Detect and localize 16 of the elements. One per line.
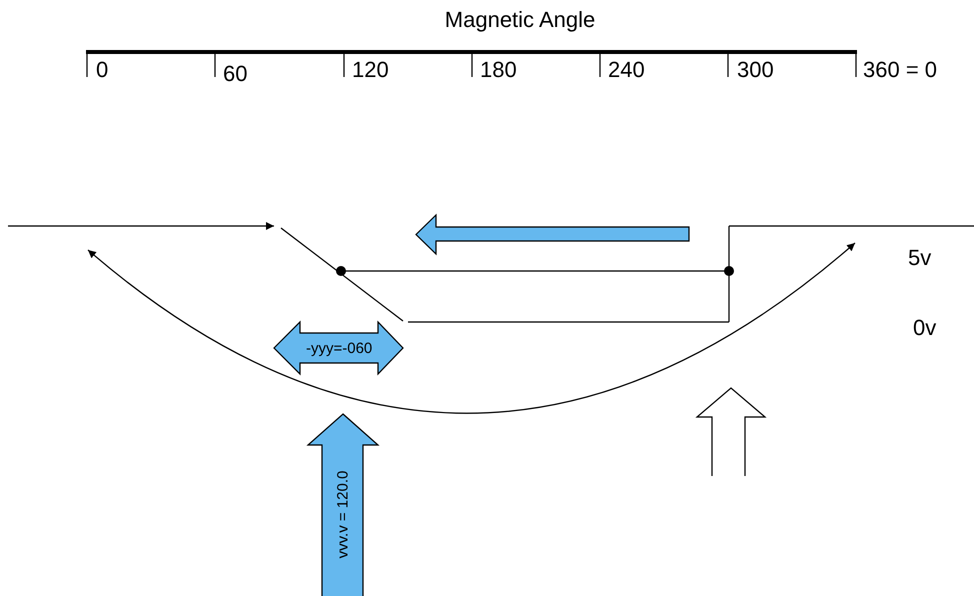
tick-label: 120 xyxy=(352,58,389,82)
outline-arrow xyxy=(697,388,765,476)
tick-label: 0 xyxy=(96,58,108,82)
tick-label: 180 xyxy=(480,58,517,82)
tick-label: 240 xyxy=(608,58,645,82)
block-arrow xyxy=(308,414,378,596)
voltage-label: 0v xyxy=(913,316,936,340)
tick-label: 60 xyxy=(223,62,248,86)
block-arrow xyxy=(416,215,690,254)
double-block-arrow xyxy=(274,322,404,374)
arrow-label: -yyy=-060 xyxy=(306,340,372,356)
tick-label: 300 xyxy=(737,58,774,82)
voltage-label: 5v xyxy=(908,246,932,270)
tick-label: 360 = 0 xyxy=(863,58,938,82)
scale-title: Magnetic Angle xyxy=(444,8,596,32)
arrow-label: vvv.v = 120.0 xyxy=(334,470,352,558)
